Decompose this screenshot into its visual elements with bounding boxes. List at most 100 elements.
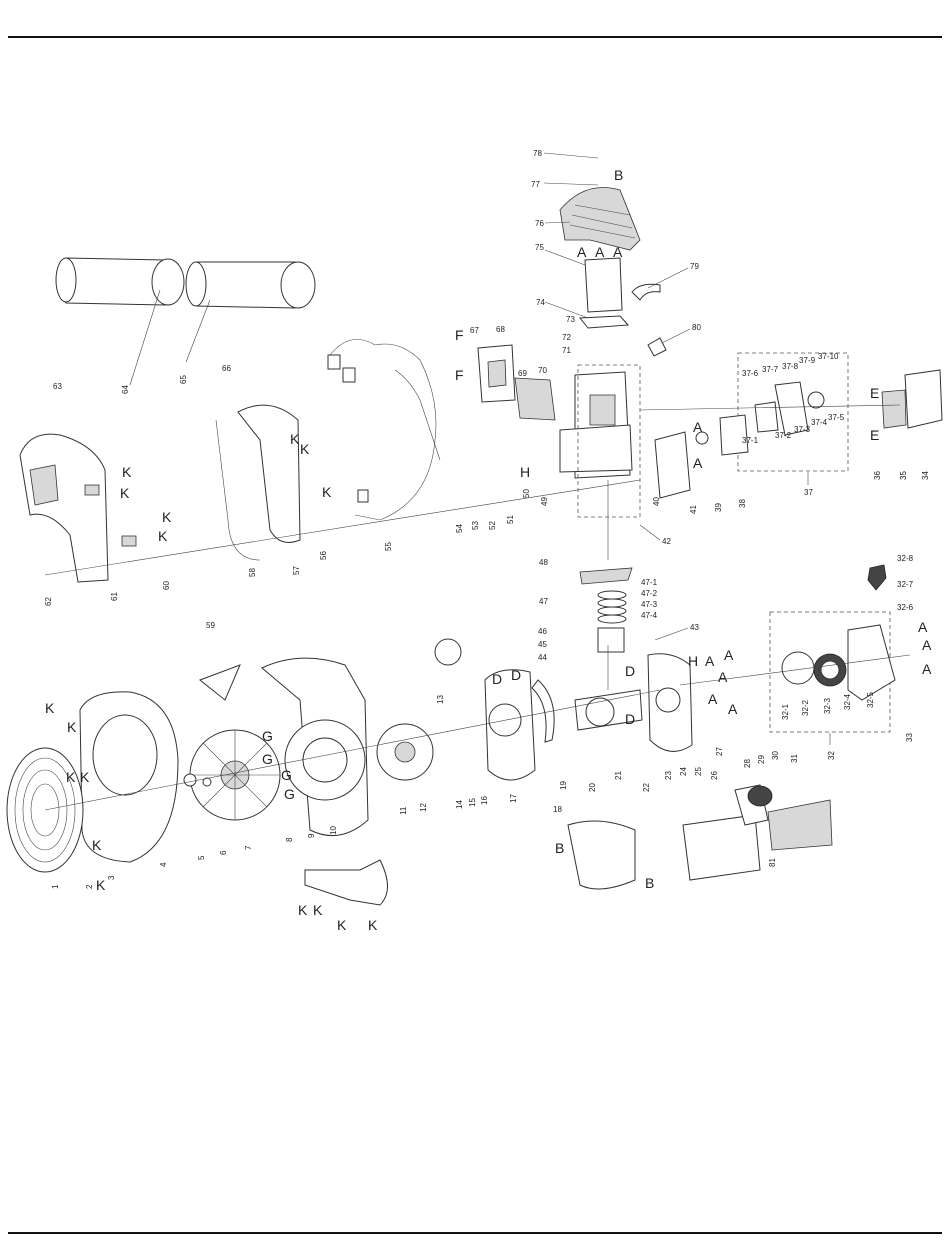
letter-A-8: A (718, 669, 728, 685)
label-67: 67 (470, 326, 479, 335)
letter-H-2: H (688, 653, 698, 669)
label-80: 80 (692, 323, 701, 332)
label-28: 28 (743, 759, 752, 768)
cylinder-cover-76 (559, 187, 641, 251)
letter-A-5: A (693, 455, 703, 471)
label-40: 40 (652, 497, 661, 506)
label-53: 53 (471, 521, 480, 530)
blower-tube-65 (185, 261, 316, 309)
label-15: 15 (468, 798, 477, 807)
label-2: 2 (85, 884, 94, 889)
label-68: 68 (496, 325, 505, 334)
engine-base-20 (567, 820, 636, 890)
letter-K-1: K (290, 431, 300, 447)
label-29: 29 (757, 755, 766, 764)
label-50: 50 (522, 489, 531, 498)
label-61: 61 (110, 592, 119, 601)
crankshaft-21 (574, 645, 643, 731)
letter-K-14: K (298, 902, 308, 918)
letter-F-1: F (455, 327, 464, 343)
label-24: 24 (679, 767, 688, 776)
label-64: 64 (121, 385, 130, 394)
letter-D-4: D (625, 711, 635, 727)
letter-K-12: K (92, 837, 102, 853)
letter-E-2: E (870, 427, 879, 443)
label-27: 27 (715, 747, 724, 756)
label-66: 66 (222, 364, 231, 373)
label-76: 76 (535, 219, 544, 228)
label-32-8: 32-8 (897, 554, 914, 563)
label-46: 46 (538, 627, 547, 636)
letter-K-2: K (300, 441, 310, 457)
spark-plug-80 (647, 337, 667, 357)
label-12: 12 (419, 803, 428, 812)
letter-F-2: F (455, 367, 464, 383)
volute-housing-4 (79, 691, 179, 863)
label-56: 56 (319, 551, 328, 560)
label-71: 71 (562, 346, 571, 355)
label-13: 13 (436, 695, 445, 704)
label-62: 62 (44, 597, 53, 606)
label-52: 52 (488, 521, 497, 530)
label-70: 70 (538, 366, 547, 375)
carburetor-38 (654, 414, 749, 499)
label-69: 69 (518, 369, 527, 378)
label-32-6: 32-6 (897, 603, 914, 612)
label-37: 37 (804, 488, 813, 497)
washer-5 (183, 773, 197, 787)
label-8: 8 (285, 837, 294, 842)
letter-K-4: K (122, 464, 132, 480)
label-47-4: 47-4 (641, 611, 658, 620)
letter-A-6: A (705, 653, 715, 669)
label-32-3: 32-3 (823, 697, 832, 714)
letter-A-12: A (922, 637, 932, 653)
recoil-starter-32 (769, 564, 896, 733)
label-73: 73 (566, 315, 575, 324)
label-65: 65 (179, 375, 188, 384)
label-47-3: 47-3 (641, 600, 658, 609)
label-42: 42 (662, 537, 671, 546)
label-1: 1 (51, 884, 60, 889)
label-37-1: 37-1 (742, 436, 759, 445)
air-filter-housing-68 (477, 344, 516, 403)
label-14: 14 (455, 800, 464, 809)
label-18: 18 (553, 805, 562, 814)
housing-cover-61 (19, 433, 109, 583)
label-60: 60 (162, 581, 171, 590)
cylinder-block (578, 257, 630, 329)
label-57: 57 (292, 566, 301, 575)
letter-K-5: K (120, 485, 130, 501)
air-cleaner-34 (881, 369, 943, 429)
letter-K-8: K (45, 700, 55, 716)
label-59: 59 (206, 621, 215, 630)
deflector-59 (199, 664, 241, 701)
label-39: 39 (714, 503, 723, 512)
label-45: 45 (538, 640, 547, 649)
letter-G-1: G (262, 728, 273, 744)
label-74: 74 (536, 298, 545, 307)
springs (84, 484, 137, 547)
label-48: 48 (539, 558, 548, 567)
label-11: 11 (399, 806, 408, 815)
gear-16 (434, 638, 462, 666)
ignition-module-37 (737, 352, 849, 472)
letter-K-9: K (67, 719, 77, 735)
label-37-7: 37-7 (762, 365, 779, 374)
label-37-2: 37-2 (775, 431, 792, 440)
handle-9 (304, 859, 388, 906)
label-47: 47 (539, 597, 548, 606)
label-26: 26 (710, 771, 719, 780)
blower-tube-64 (55, 257, 185, 306)
piston-group (579, 567, 633, 653)
letter-K-11: K (80, 769, 90, 785)
label-47-1: 47-1 (641, 578, 658, 587)
letter-K-3: K (322, 484, 332, 500)
label-4: 4 (159, 862, 168, 867)
letter-H-1: H (520, 464, 530, 480)
label-10: 10 (329, 826, 338, 835)
label-9: 9 (307, 833, 316, 838)
label-78: 78 (533, 149, 542, 158)
label-17: 17 (509, 794, 518, 803)
letter-B-2: B (645, 875, 654, 891)
